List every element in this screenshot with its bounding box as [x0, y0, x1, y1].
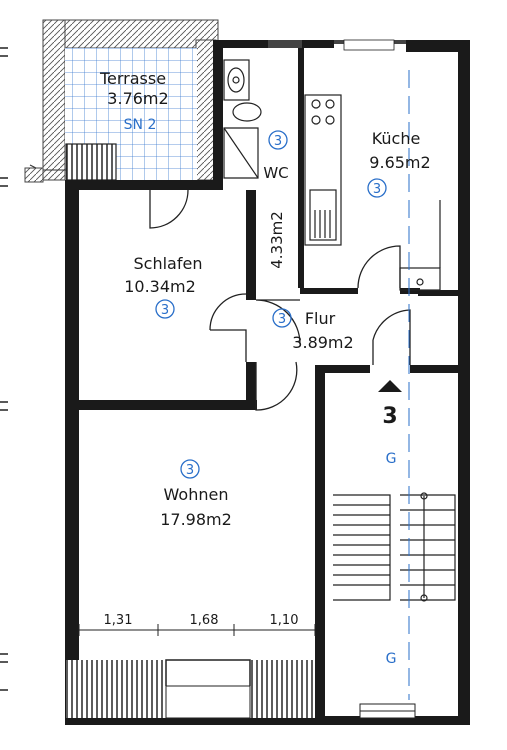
dimension-line	[78, 624, 316, 636]
stair-label-lower: G	[386, 651, 397, 667]
hall-name: Flur	[305, 309, 336, 328]
kitchen-name: Küche	[372, 129, 421, 148]
windows	[66, 39, 416, 719]
wc-unit-number: 3	[274, 134, 282, 149]
terrace-area	[24, 19, 219, 183]
kitchen-unit-number: 3	[373, 182, 381, 197]
terrace-area-label: 3.76m2	[107, 89, 168, 108]
stair-direction-arrow	[378, 380, 402, 392]
living-name: Wohnen	[164, 485, 229, 504]
dimension-label-3: 1,10	[270, 613, 299, 628]
margin-ticks	[0, 47, 8, 691]
walls	[65, 40, 470, 725]
living-area-label: 17.98m2	[160, 510, 232, 529]
terrace-name: Terrasse	[99, 69, 166, 88]
kitchen-unit-marker	[367, 178, 387, 198]
bedroom-unit-number: 3	[161, 303, 169, 318]
hall-area-label: 3.89m2	[292, 333, 353, 352]
living-unit-marker	[180, 459, 200, 479]
bedroom-name: Schlafen	[134, 254, 203, 273]
kitchen-fixtures	[304, 94, 441, 291]
stair-label-upper: G	[386, 451, 397, 467]
stair-flight	[333, 492, 456, 602]
hall-unit-marker	[272, 308, 292, 328]
kitchen-area-label: 9.65m2	[369, 153, 430, 172]
terrace-code: SN 2	[124, 117, 157, 133]
bedroom-area-label: 10.34m2	[124, 277, 196, 296]
bedroom-unit-marker	[155, 299, 175, 319]
hall-unit-number: 3	[278, 312, 286, 327]
wc-area-label: 4.33m2	[268, 211, 286, 269]
dimension-label-2: 1,68	[190, 613, 219, 628]
stair-unit-number: 3	[382, 404, 397, 429]
wc-name: WC	[263, 164, 288, 182]
bathroom-fixtures	[223, 59, 262, 179]
dimension-label-1: 1,31	[104, 613, 133, 628]
wc-unit-marker	[268, 130, 288, 150]
living-unit-number: 3	[186, 463, 194, 478]
